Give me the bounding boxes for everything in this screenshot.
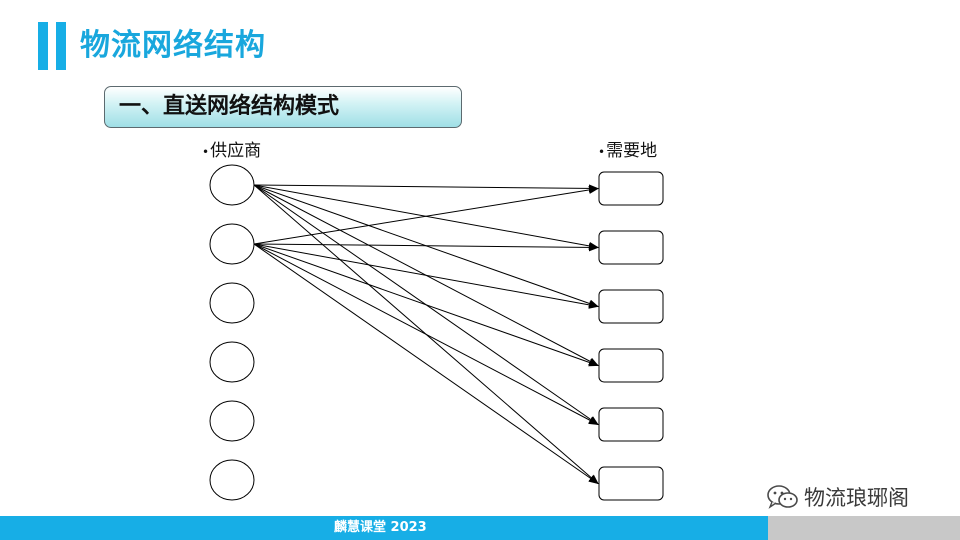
- demand-node: [598, 466, 664, 501]
- connection-arrow: [253, 243, 599, 252]
- bullet: •: [202, 145, 210, 159]
- connection-arrow: [253, 185, 599, 245]
- supplier-node: [209, 459, 255, 501]
- demand-node: [598, 407, 664, 442]
- connection-arrow: [253, 243, 599, 425]
- demand-node: [598, 289, 664, 324]
- supplier-label-text: 供应商: [210, 141, 262, 161]
- connection-arrow: [253, 243, 599, 367]
- demand-node: [598, 230, 664, 265]
- supplier-node: [209, 282, 255, 324]
- title-accent-bar: [56, 22, 66, 70]
- connection-arrow: [253, 243, 599, 485]
- supplier-label: •供应商: [202, 141, 261, 162]
- subtitle-box: 一、直送网络结构模式: [104, 86, 462, 128]
- footer-text: 麟慧课堂 2023: [334, 520, 427, 535]
- demand-label-text: 需要地: [606, 141, 658, 161]
- connection-arrow: [253, 184, 599, 193]
- bullet: •: [598, 145, 606, 159]
- subtitle-text: 一、直送网络结构模式: [119, 94, 340, 119]
- wechat-icon: [767, 485, 798, 509]
- connection-arrow: [253, 243, 599, 309]
- supplier-node: [209, 341, 255, 383]
- supplier-node: [209, 400, 255, 442]
- footer-blue-band: [0, 516, 768, 540]
- supplier-node: [209, 164, 255, 206]
- supplier-node: [209, 223, 255, 265]
- watermark: 物流琅琊阁: [766, 482, 909, 512]
- demand-node: [598, 348, 664, 383]
- demand-node: [598, 171, 664, 206]
- demand-label: •需要地: [598, 141, 657, 162]
- watermark-text: 物流琅琊阁: [804, 486, 909, 510]
- title-accent-bar: [38, 22, 48, 70]
- page-title: 物流网络结构: [80, 28, 266, 63]
- footer: 麟慧课堂 2023: [0, 516, 960, 540]
- footer-gray-band: [768, 516, 960, 540]
